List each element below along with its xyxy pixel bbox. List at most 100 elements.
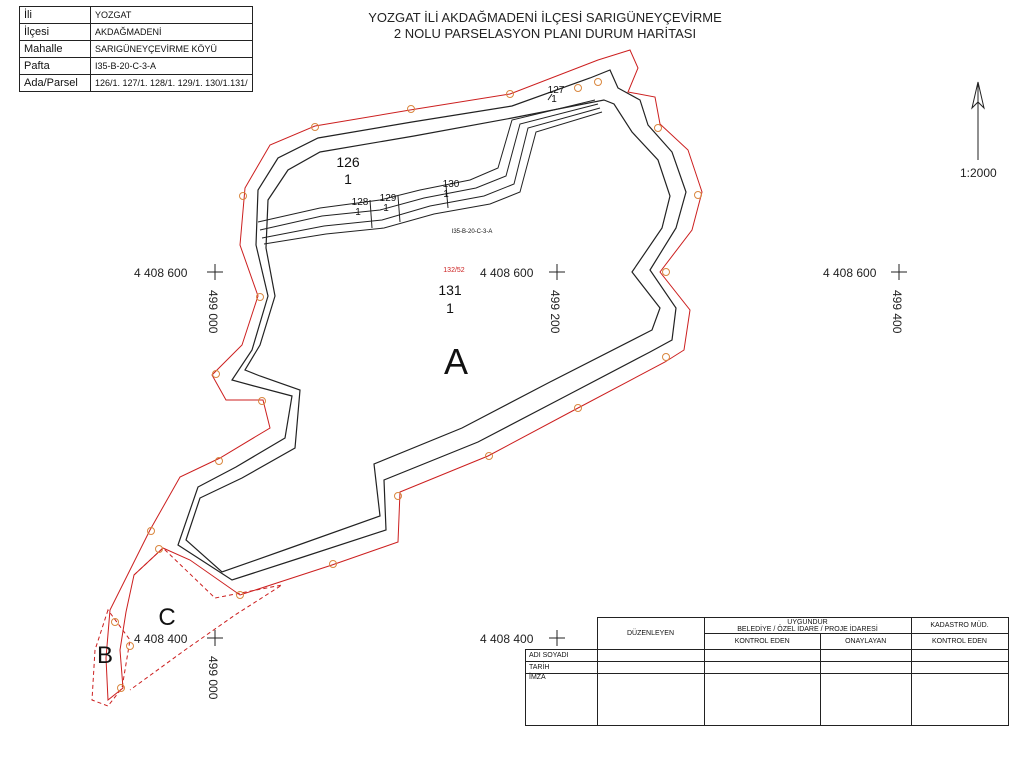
row-label-imza: İMZA — [525, 673, 598, 726]
road-inner-outline — [185, 99, 671, 573]
row-label-adi-soyadi: ADI SOYADI — [525, 649, 598, 662]
boundary-marker — [662, 268, 670, 276]
signature-table: DÜZENLEYEN UYGUNDUR BELEDİYE / ÖZEL İDAR… — [525, 617, 1009, 726]
sig-cell[interactable] — [910, 649, 1009, 662]
northing-label: 4 408 600 — [134, 266, 188, 280]
boundary-marker — [236, 591, 244, 599]
parcel-128-parsel: 1 — [355, 207, 361, 218]
boundary-markers — [111, 78, 702, 692]
easting-label: 499 000 — [206, 290, 220, 334]
parcel-131-ada: 131 — [438, 282, 462, 298]
parcel-129-ada: 129 — [380, 193, 397, 204]
sig-cell[interactable] — [703, 649, 821, 662]
parcel-divider — [369, 199, 373, 229]
coord-crosses — [207, 264, 907, 646]
parcel-small-mark: 132/52 — [443, 267, 465, 274]
boundary-marker — [126, 642, 134, 650]
title-line-2: 2 NOLU PARSELASYON PLANI DURUM HARİTASI — [393, 26, 697, 41]
north-road-1 — [257, 99, 596, 223]
red-boundary — [105, 49, 703, 702]
northing-label: 4 408 600 — [480, 266, 534, 280]
boundary-marker — [662, 353, 670, 361]
easting-label: 499 200 — [548, 290, 562, 334]
parcel-127-ada: 127 — [548, 85, 565, 96]
boundary-marker — [654, 124, 662, 132]
parcel-128-ada: 128 — [352, 197, 369, 208]
parcel-129-parsel: 1 — [383, 203, 389, 214]
north-road-4 — [263, 111, 603, 245]
easting-label: 499 000 — [206, 656, 220, 700]
parcel-126-ada: 126 — [336, 154, 360, 170]
sig-cell[interactable] — [819, 649, 912, 662]
info-label: Ada/Parsel — [19, 74, 91, 92]
kadastro-header: KADASTRO MÜD. — [910, 617, 1009, 634]
sig-cell[interactable] — [819, 673, 912, 726]
zone-c-boundary — [129, 547, 283, 691]
northing-label: 4 408 600 — [823, 266, 877, 280]
boundary-marker — [239, 192, 247, 200]
boundary-marker — [574, 84, 582, 92]
zone-c-label: C — [158, 604, 175, 631]
parcel-divider — [547, 93, 553, 101]
boundary-marker — [147, 527, 155, 535]
boundary-marker — [407, 105, 415, 113]
parcel-divider — [445, 184, 449, 209]
sig-cell[interactable] — [910, 673, 1009, 726]
parcel-126-parsel: 1 — [344, 171, 352, 187]
parcel-131-parsel: 1 — [446, 300, 454, 316]
info-value: 126/1. 127/1. 128/1. 129/1. 130/1.131/ — [90, 74, 253, 92]
kontrol-eden-2-header: KONTROL EDEN — [910, 633, 1009, 650]
boundary-marker — [329, 560, 337, 568]
north-road-3 — [261, 107, 601, 239]
belediye-text: BELEDİYE / ÖZEL İDARE / PROJE İDARESİ — [737, 625, 878, 633]
kontrol-eden-header: KONTROL EDEN — [703, 633, 821, 650]
parcel-127-parsel: 1 — [551, 94, 557, 105]
info-label: Pafta — [19, 57, 91, 75]
sig-cell[interactable] — [596, 661, 705, 674]
boundary-marker — [155, 545, 163, 553]
zone-b-label: B — [97, 642, 113, 669]
northing-label: 4 408 400 — [134, 632, 188, 646]
boundary-marker — [594, 78, 602, 86]
northing-label: 4 408 400 — [480, 632, 534, 646]
uygundur-header: UYGUNDUR BELEDİYE / ÖZEL İDARE / PROJE İ… — [703, 617, 912, 634]
scale-label: 1:2000 — [960, 166, 997, 180]
boundary-marker — [111, 618, 119, 626]
sig-cell[interactable] — [819, 661, 912, 674]
road-outer-outline — [177, 69, 687, 581]
boundary-marker — [215, 457, 223, 465]
row-label-tarih: TARİH — [525, 661, 598, 674]
north-arrow-icon — [971, 81, 985, 160]
boundary-marker — [212, 370, 220, 378]
boundary-marker — [574, 404, 582, 412]
uygundur-text: UYGUNDUR — [787, 618, 828, 626]
sig-cell[interactable] — [596, 673, 705, 726]
parcel-130-ada: 130 — [443, 179, 460, 190]
easting-label: 499 400 — [890, 290, 904, 334]
boundary-marker — [117, 684, 125, 692]
sig-cell[interactable] — [703, 673, 821, 726]
boundary-marker — [256, 293, 264, 301]
duzenleyen-header: DÜZENLEYEN — [596, 617, 705, 650]
info-label: İlçesi — [19, 23, 91, 41]
title-line-1: YOZGAT İLİ AKDAĞMADENİ İLÇESİ SARIGÜNEYÇ… — [368, 10, 722, 25]
sig-cell[interactable] — [703, 661, 821, 674]
map-title: YOZGAT İLİ AKDAĞMADENİ İLÇESİ SARIGÜNEYÇ… — [300, 10, 790, 42]
zone-a-label: A — [444, 341, 468, 382]
boundary-marker — [694, 191, 702, 199]
boundary-marker — [394, 492, 402, 500]
boundary-marker — [485, 452, 493, 460]
parcel-divider — [397, 195, 401, 223]
boundary-marker — [311, 123, 319, 131]
sig-cell[interactable] — [596, 649, 705, 662]
north-road-2 — [259, 103, 599, 231]
boundary-marker — [506, 90, 514, 98]
onaylayan-header: ONAYLAYAN — [819, 633, 912, 650]
sheet-label: I35-B-20-C-3-A — [452, 229, 493, 235]
boundary-marker — [258, 397, 266, 405]
zone-b-boundary — [91, 608, 131, 707]
sig-cell[interactable] — [910, 661, 1009, 674]
parcel-130-parsel: 1 — [443, 189, 449, 200]
